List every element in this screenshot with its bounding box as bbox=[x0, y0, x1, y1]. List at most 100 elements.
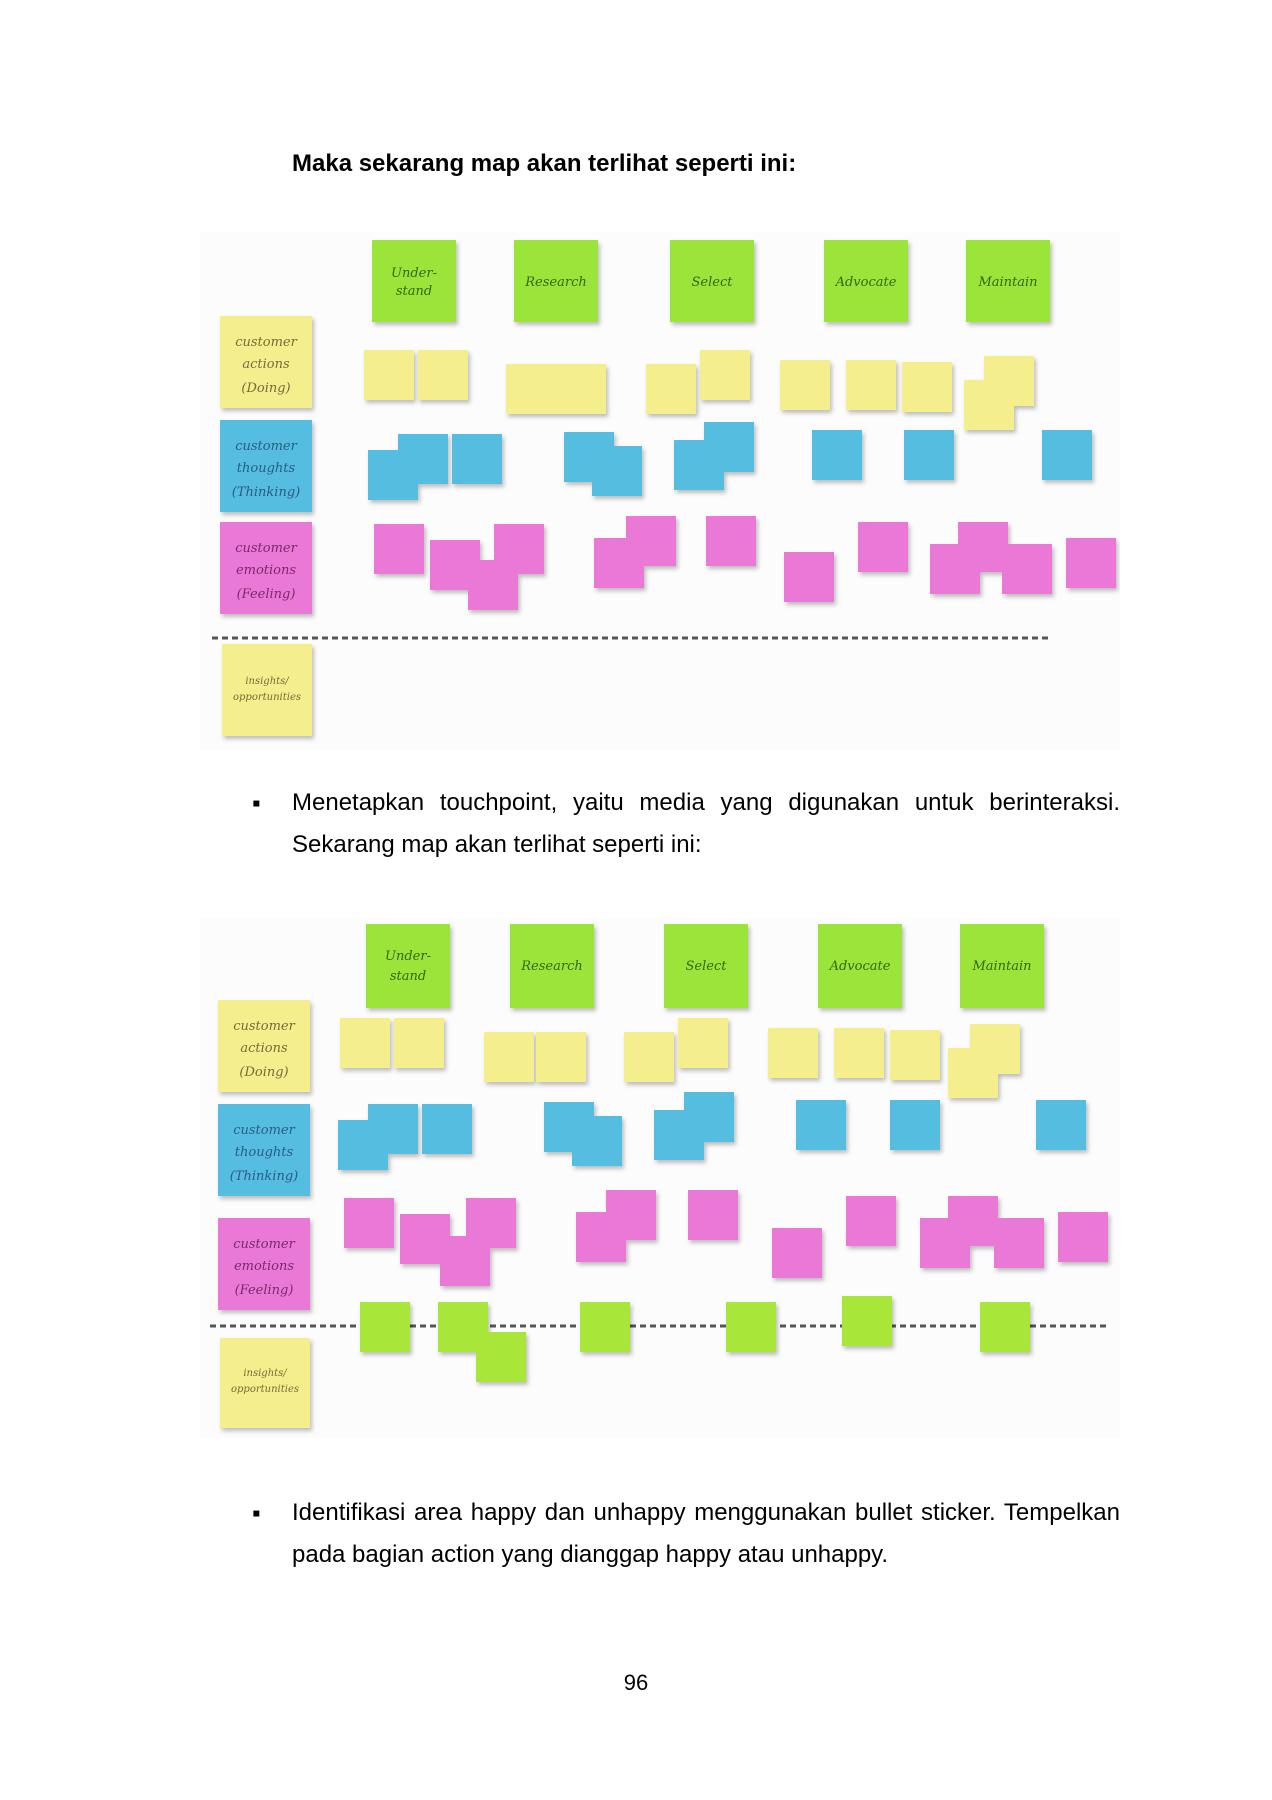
sticky-note-label: customer bbox=[235, 335, 297, 350]
stage-sticky-note bbox=[366, 924, 450, 1008]
thought-notes bbox=[368, 422, 1092, 500]
sticky-note-label: Advocate bbox=[835, 275, 897, 290]
pink-sticky-note bbox=[440, 1236, 490, 1286]
blue-sticky-note bbox=[422, 1104, 472, 1154]
sticky-note-label: opportunities bbox=[231, 1384, 299, 1395]
yellow-sticky-note bbox=[340, 1018, 390, 1068]
sticky-note-label: (Doing) bbox=[241, 381, 290, 396]
blue-sticky-note bbox=[572, 1116, 622, 1166]
thought-notes bbox=[338, 1092, 1086, 1170]
touchpoint-sticky-note bbox=[980, 1302, 1030, 1352]
blue-sticky-note bbox=[338, 1120, 388, 1170]
yellow-sticky-note bbox=[624, 1032, 674, 1082]
row-label-emotions: customer emotions (Feeling) bbox=[218, 1218, 310, 1310]
page-number: 96 bbox=[623, 1670, 649, 1695]
pink-sticky-note bbox=[994, 1218, 1044, 1268]
pink-sticky-note bbox=[374, 524, 424, 574]
stage-sticky-note bbox=[670, 240, 754, 322]
touchpoint-sticky-note bbox=[580, 1302, 630, 1352]
touchpoint-sticky-note bbox=[726, 1302, 776, 1352]
pink-sticky-note bbox=[784, 552, 834, 602]
sticky-note-label: (Doing) bbox=[239, 1065, 288, 1080]
yellow-sticky-note bbox=[394, 1018, 444, 1068]
yellow-sticky-note bbox=[218, 1000, 310, 1092]
sticky-note-label: customer bbox=[235, 439, 297, 454]
sticky-note-label: Under- bbox=[385, 949, 431, 964]
sticky-note-label: customer bbox=[233, 1019, 295, 1034]
yellow-sticky-note bbox=[506, 364, 556, 414]
pink-sticky-note bbox=[1058, 1212, 1108, 1262]
yellow-sticky-note bbox=[484, 1032, 534, 1082]
sticky-note-label: actions bbox=[242, 357, 290, 372]
row-label-actions: customer actions (Doing) bbox=[218, 1000, 310, 1092]
sticky-note-label: Select bbox=[692, 275, 734, 290]
pink-sticky-note bbox=[218, 1218, 310, 1310]
stage-note-research: Research bbox=[510, 924, 594, 1008]
yellow-sticky-note bbox=[646, 364, 696, 414]
sticky-note-label: Research bbox=[524, 275, 586, 290]
sticky-note-label: thoughts bbox=[235, 1145, 294, 1160]
pink-sticky-note bbox=[1066, 538, 1116, 588]
yellow-sticky-note bbox=[964, 380, 1014, 430]
stage-sticky-note bbox=[664, 924, 748, 1008]
pink-sticky-note bbox=[344, 1198, 394, 1248]
bullet-paragraph-touchpoint: Menetapkan touchpoint, yaitu media yang … bbox=[292, 789, 1120, 858]
blue-sticky-note bbox=[452, 434, 502, 484]
emotion-notes bbox=[374, 516, 1116, 610]
section-heading: Maka sekarang map akan terlihat seperti … bbox=[292, 150, 797, 177]
blue-sticky-note bbox=[904, 430, 954, 480]
yellow-sticky-note bbox=[364, 350, 414, 400]
pink-sticky-note bbox=[948, 1196, 998, 1246]
touchpoint-sticky-note bbox=[360, 1302, 410, 1352]
stage-sticky-note bbox=[966, 240, 1050, 322]
sticky-note-label: Advocate bbox=[829, 959, 891, 974]
sticky-note-label: opportunities bbox=[233, 692, 301, 703]
sticky-note-label: Select bbox=[686, 959, 728, 974]
yellow-sticky-note bbox=[948, 1048, 998, 1098]
row-label-notes: customer actions (Doing) customer though… bbox=[218, 1000, 310, 1428]
sticky-note-label: (Thinking) bbox=[232, 485, 300, 500]
sticky-note-label: (Feeling) bbox=[237, 587, 296, 602]
blue-sticky-note bbox=[368, 450, 418, 500]
sticky-note-label: (Thinking) bbox=[230, 1169, 298, 1184]
row-label-thoughts: customer thoughts (Thinking) bbox=[218, 1104, 310, 1196]
blue-sticky-note bbox=[796, 1100, 846, 1150]
sticky-note-label: Under- bbox=[391, 266, 437, 281]
sticky-note-label: customer bbox=[235, 541, 297, 556]
row-label-actions: customer actions (Doing) bbox=[220, 316, 312, 408]
yellow-sticky-note bbox=[780, 360, 830, 410]
sticky-note-label: (Feeling) bbox=[235, 1283, 294, 1298]
pink-sticky-note bbox=[468, 560, 518, 610]
yellow-sticky-note bbox=[556, 364, 606, 414]
pink-sticky-note bbox=[706, 516, 756, 566]
row-label-thoughts: customer thoughts (Thinking) bbox=[220, 420, 312, 512]
blue-sticky-note bbox=[674, 440, 724, 490]
row-label-insights: insights/ opportunities bbox=[222, 644, 312, 736]
yellow-sticky-note bbox=[768, 1028, 818, 1078]
stage-sticky-note bbox=[818, 924, 902, 1008]
stage-note-advocate: Advocate bbox=[818, 924, 902, 1008]
journey-map-1: Under- stand Research Select Advocate Ma… bbox=[212, 240, 1116, 736]
stage-note-maintain: Maintain bbox=[960, 924, 1044, 1008]
pink-sticky-note bbox=[688, 1190, 738, 1240]
yellow-sticky-note bbox=[536, 1032, 586, 1082]
yellow-sticky-note bbox=[846, 360, 896, 410]
yellow-sticky-note bbox=[220, 316, 312, 408]
pink-sticky-note bbox=[1002, 544, 1052, 594]
yellow-sticky-note bbox=[890, 1030, 940, 1080]
row-label-insights: insights/ opportunities bbox=[220, 1338, 310, 1428]
touchpoint-sticky-note bbox=[476, 1332, 526, 1382]
bullet-marker: ▪ bbox=[252, 1500, 261, 1527]
stage-sticky-note bbox=[372, 240, 456, 322]
stage-note-select: Select bbox=[664, 924, 748, 1008]
journey-map-figure-1: Under- stand Research Select Advocate Ma… bbox=[200, 232, 1120, 750]
stage-notes: Under- stand Research Select Advocate Ma… bbox=[372, 240, 1050, 322]
action-notes bbox=[340, 1018, 1020, 1098]
sticky-note-label: customer bbox=[233, 1123, 295, 1138]
sticky-note-label: thoughts bbox=[237, 461, 296, 476]
pink-sticky-note bbox=[220, 522, 312, 614]
sticky-note-label: stand bbox=[390, 969, 426, 984]
sticky-note-label: customer bbox=[233, 1237, 295, 1252]
bullet-marker: ▪ bbox=[252, 790, 261, 817]
sticky-note-label: insights/ bbox=[243, 1368, 288, 1379]
